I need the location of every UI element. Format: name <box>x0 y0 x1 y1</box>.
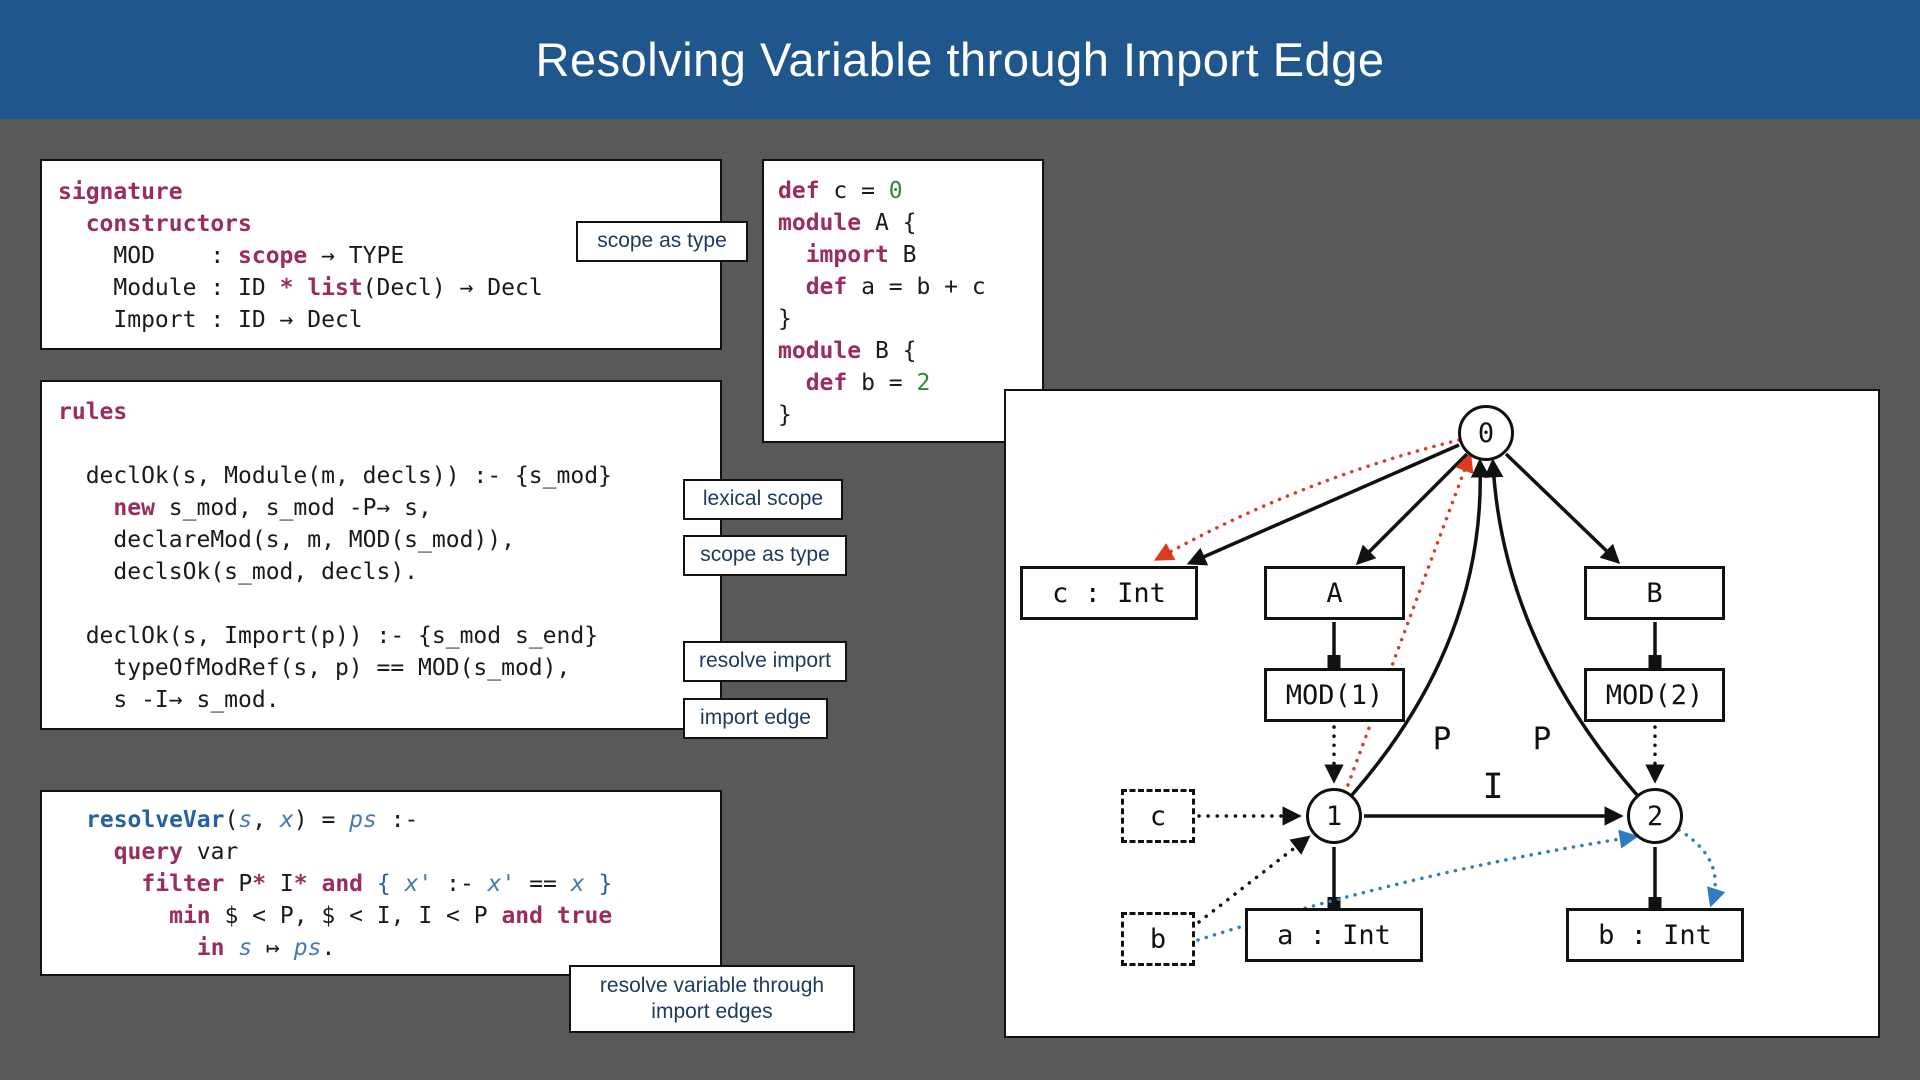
edge-label-p-right: P <box>1532 721 1552 757</box>
ref-box-c: c <box>1121 789 1195 843</box>
callout-import-edge: import edge <box>683 698 828 739</box>
scope-node-1: 1 <box>1306 788 1362 844</box>
resolution-blue-ref-b-to-2 <box>1196 829 1639 942</box>
edge-0-to-module-a <box>1355 452 1469 566</box>
type-box-mod1: MOD(1) <box>1264 668 1405 722</box>
square-terminal-b-decl <box>1648 897 1662 910</box>
decl-box-b-int-label: b : Int <box>1598 919 1712 951</box>
decl-box-b-int: b : Int <box>1566 908 1744 962</box>
decl-box-c-int-label: c : Int <box>1052 577 1166 609</box>
edge-0-to-module-b <box>1504 452 1621 565</box>
type-box-mod1-label: MOD(1) <box>1285 679 1384 711</box>
decl-box-a-int-label: a : Int <box>1277 919 1391 951</box>
scope-node-0-label: 0 <box>1477 417 1495 449</box>
callout-resolve-import: resolve import <box>683 641 847 682</box>
scope-node-2-label: 2 <box>1646 800 1664 832</box>
decl-box-module-b: B <box>1584 566 1725 620</box>
callout-resolve-variable-through-import-edges: resolve variable through import edges <box>569 965 855 1033</box>
ref-box-c-label: c <box>1149 800 1167 832</box>
square-terminal-mod2 <box>1648 655 1662 668</box>
scope-graph-edges <box>1153 438 1726 942</box>
decl-box-a-int: a : Int <box>1245 908 1423 962</box>
decl-box-module-a: A <box>1264 566 1405 620</box>
callout-scope-as-type-rules: scope as type <box>683 535 847 576</box>
resolve-var-code: resolveVar(s, x) = ps :- query var filte… <box>86 807 613 961</box>
signature-code: signature constructors MOD : scope → TYP… <box>58 179 543 333</box>
callout-lexical-scope: lexical scope <box>683 479 843 520</box>
resolve-var-panel: resolveVar(s, x) = ps :- query var filte… <box>40 790 722 976</box>
edge-p-1-to-0 <box>1350 458 1491 797</box>
type-box-mod2-label: MOD(2) <box>1605 679 1704 711</box>
scope-node-0: 0 <box>1458 405 1514 461</box>
edge-label-i: I <box>1482 767 1504 807</box>
scope-node-1-label: 1 <box>1325 800 1343 832</box>
edge-p-2-to-0 <box>1484 458 1639 797</box>
ref-box-b-label: b <box>1149 923 1167 955</box>
slide-header: Resolving Variable through Import Edge <box>0 0 1920 119</box>
decl-box-c-int: c : Int <box>1020 566 1198 620</box>
ref-box-b: b <box>1121 912 1195 966</box>
resolution-red-0-to-c-decl <box>1153 438 1461 561</box>
callout-scope-as-type-signature: scope as type <box>576 221 748 262</box>
rules-code: rules declOk(s, Module(m, decls)) :- {s_… <box>58 399 612 713</box>
decl-box-module-a-label: A <box>1326 577 1343 609</box>
scope-node-2: 2 <box>1627 788 1683 844</box>
scope-graph-panel: 0 1 2 c : Int A B MOD(1) MOD(2) c b a : … <box>1004 389 1880 1038</box>
decl-box-module-b-label: B <box>1646 577 1663 609</box>
edge-label-p-left: P <box>1432 721 1452 757</box>
square-terminal-mod1 <box>1327 655 1341 668</box>
rules-panel: rules declOk(s, Module(m, decls)) :- {s_… <box>40 380 722 730</box>
resolution-blue-2-to-b-decl <box>1677 828 1726 908</box>
type-box-mod2: MOD(2) <box>1584 668 1725 722</box>
edge-0-to-c-decl <box>1186 443 1460 566</box>
slide-title: Resolving Variable through Import Edge <box>535 33 1385 86</box>
